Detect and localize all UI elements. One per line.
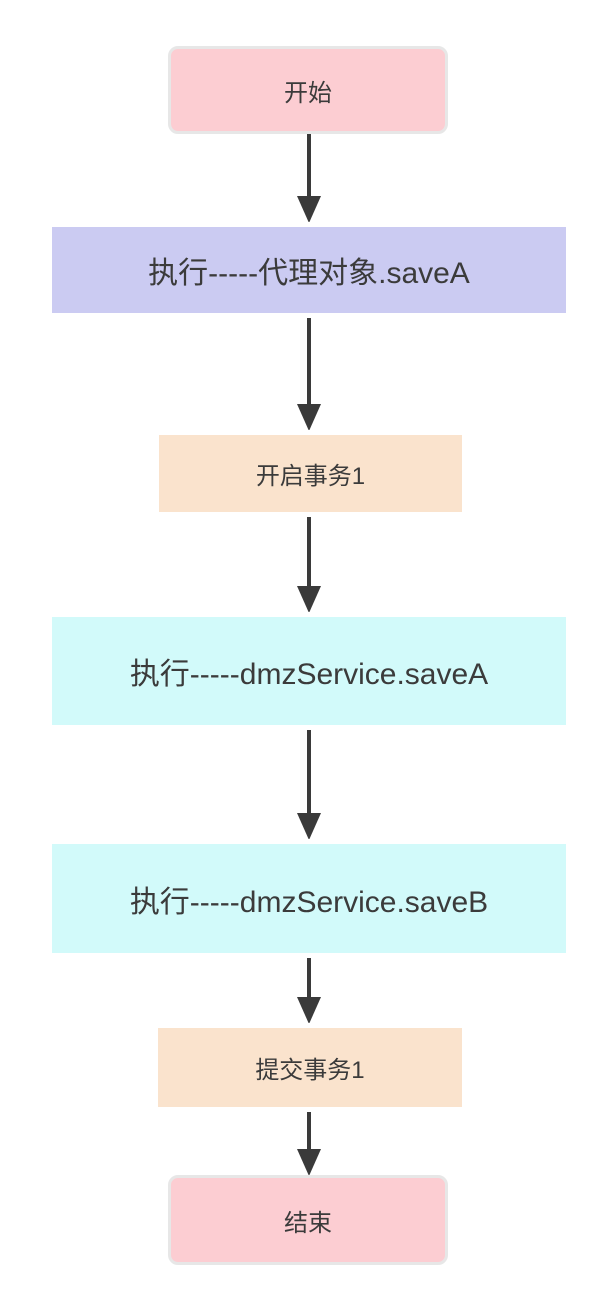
node-start: 开始	[168, 46, 448, 134]
node-end-label: 结束	[284, 1209, 332, 1237]
node-dmz-save-b: 执行-----dmzService.saveB	[47, 839, 571, 958]
flow-arrow-open-tx-to-dmz-save-a	[297, 517, 321, 613]
node-commit-tx-1: 提交事务1	[153, 1023, 467, 1112]
flow-arrow-commit-tx-to-end	[297, 1112, 321, 1176]
node-end: 结束	[168, 1175, 448, 1265]
arrowhead-down-icon	[297, 997, 321, 1024]
arrow-line	[307, 958, 311, 997]
arrowhead-down-icon	[297, 404, 321, 431]
node-proxy-save-a: 执行-----代理对象.saveA	[47, 222, 571, 318]
node-dmz-save-a: 执行-----dmzService.saveA	[47, 612, 571, 730]
node-start-label: 开始	[284, 79, 332, 107]
node-dmz-save-b-label: 执行-----dmzService.saveB	[129, 885, 489, 919]
node-open-tx-1: 开启事务1	[154, 430, 467, 517]
arrow-line	[307, 730, 311, 813]
arrow-line	[307, 318, 311, 404]
arrowhead-down-icon	[297, 813, 321, 840]
node-open-tx-1-label: 开启事务1	[255, 463, 366, 490]
arrow-line	[307, 517, 311, 586]
arrowhead-down-icon	[297, 1149, 321, 1176]
node-proxy-save-a-label: 执行-----代理对象.saveA	[148, 257, 470, 290]
flow-arrow-start-to-proxy	[297, 134, 321, 223]
arrow-line	[307, 1112, 311, 1149]
arrowhead-down-icon	[297, 586, 321, 613]
flow-arrow-proxy-to-open-tx	[297, 318, 321, 431]
flow-arrow-dmz-save-a-to-dmz-save-b	[297, 730, 321, 840]
flow-arrow-dmz-save-b-to-commit-tx	[297, 958, 321, 1024]
node-commit-tx-1-label: 提交事务1	[255, 1057, 365, 1084]
arrowhead-down-icon	[297, 196, 321, 223]
node-dmz-save-a-label: 执行-----dmzService.saveA	[129, 658, 489, 691]
arrow-line	[307, 134, 311, 196]
